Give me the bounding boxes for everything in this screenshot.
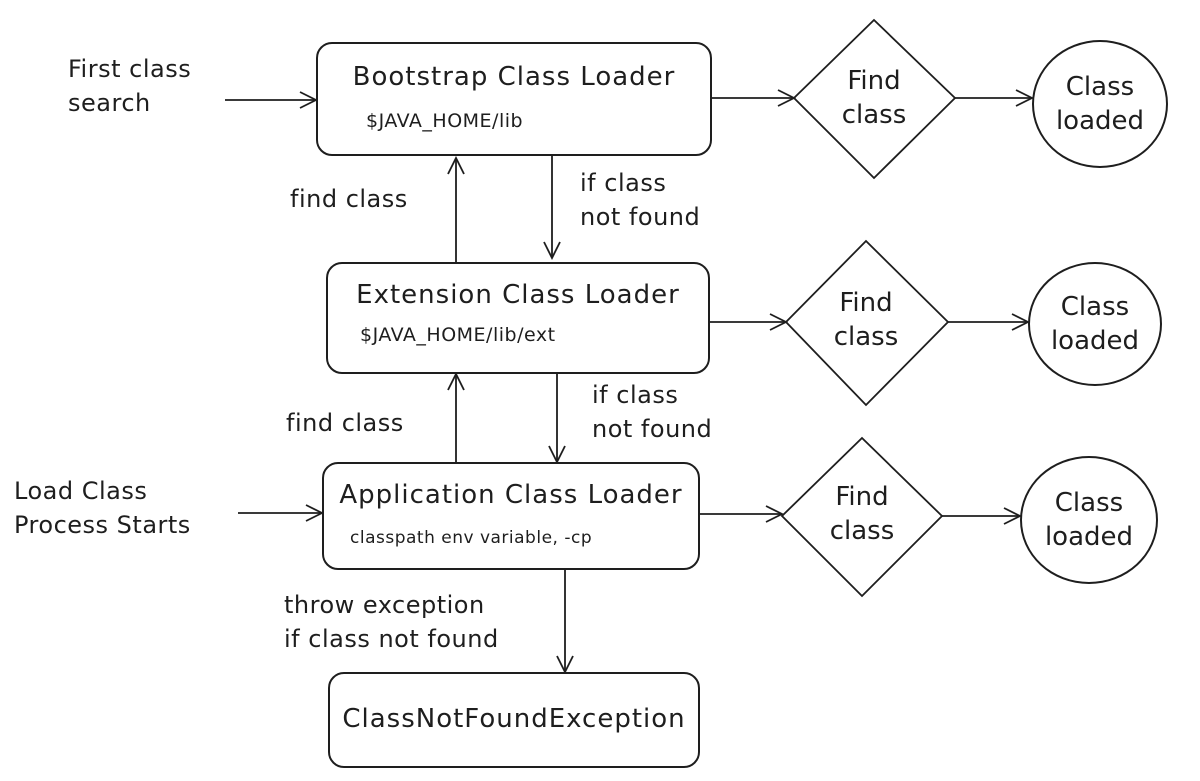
decision-line-2: class: [829, 516, 895, 546]
decision-line-2: class: [833, 322, 899, 352]
first-class-search-label: First class search: [68, 52, 191, 120]
application-loader-title: Application Class Loader: [339, 480, 683, 510]
decision-diamond-bootstrap: [792, 18, 957, 180]
class-loaded-text: Class loaded: [1056, 70, 1144, 138]
decision-line-1: Find: [839, 288, 893, 318]
not-found-line-1: if class: [580, 169, 667, 197]
class-not-found-exception-box: ClassNotFoundException: [328, 672, 700, 768]
class-loaded-line-1: Class: [1065, 72, 1135, 102]
not-found-label-lower: if class not found: [592, 378, 712, 446]
not-found-line-1: if class: [592, 381, 679, 409]
extension-loader-path: $JAVA_HOME/lib/ext: [360, 324, 556, 346]
class-loaded-line-1: Class: [1054, 488, 1124, 518]
throw-exception-label: throw exception if class not found: [284, 588, 499, 656]
load-start-line-2: Process Starts: [14, 511, 191, 539]
throw-line-1: throw exception: [284, 591, 485, 619]
class-loaded-text: Class loaded: [1045, 486, 1133, 554]
not-found-label-upper: if class not found: [580, 166, 700, 234]
find-class-label-lower: find class: [286, 409, 404, 437]
class-loaded-line-2: loaded: [1055, 106, 1145, 136]
decision-label-extension: Find class: [806, 286, 926, 354]
bootstrap-loader-path: $JAVA_HOME/lib: [366, 110, 524, 132]
not-found-line-2: not found: [580, 203, 701, 231]
load-start-line-1: Load Class: [14, 477, 148, 505]
decision-line-1: Find: [835, 482, 889, 512]
load-class-process-label: Load Class Process Starts: [14, 474, 191, 542]
decision-line-2: class: [841, 100, 907, 130]
class-loaded-text: Class loaded: [1051, 290, 1139, 358]
first-search-line-2: search: [68, 89, 151, 117]
extension-class-loader-box: Extension Class Loader $JAVA_HOME/lib/ex…: [326, 262, 710, 374]
decision-label-bootstrap: Find class: [814, 64, 934, 132]
application-class-loader-box: Application Class Loader classpath env v…: [322, 462, 700, 570]
class-loaded-oval-application: Class loaded: [1020, 456, 1158, 584]
decision-diamond-application: [780, 436, 944, 598]
extension-loader-title: Extension Class Loader: [356, 280, 680, 310]
decision-line-1: Find: [847, 66, 901, 96]
bootstrap-loader-title: Bootstrap Class Loader: [352, 62, 676, 92]
class-loaded-line-1: Class: [1060, 292, 1130, 322]
decision-diamond-extension: [784, 239, 950, 407]
class-loaded-line-2: loaded: [1044, 522, 1134, 552]
throw-line-2: if class not found: [284, 625, 499, 653]
first-search-line-1: First class: [68, 55, 192, 83]
application-loader-path: classpath env variable, -cp: [350, 528, 593, 548]
class-loaded-oval-bootstrap: Class loaded: [1032, 40, 1168, 168]
class-loaded-oval-extension: Class loaded: [1028, 262, 1162, 386]
bootstrap-class-loader-box: Bootstrap Class Loader $JAVA_HOME/lib: [316, 42, 712, 156]
find-class-label-upper: find class: [290, 185, 408, 213]
exception-title: ClassNotFoundException: [342, 704, 686, 734]
decision-label-application: Find class: [802, 480, 922, 548]
class-loaded-line-2: loaded: [1050, 326, 1140, 356]
not-found-line-2: not found: [592, 415, 713, 443]
